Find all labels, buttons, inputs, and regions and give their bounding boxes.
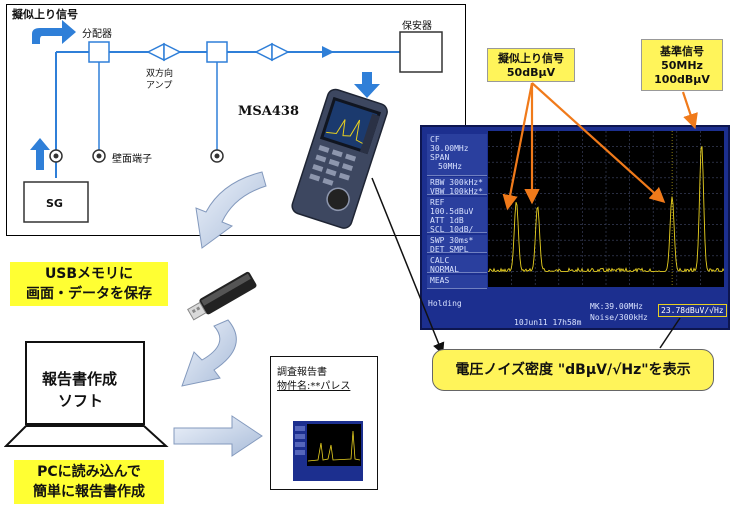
scl-value: SCL 10dB/ [430,225,474,234]
wiring-diagram [23,20,443,223]
usb-label-line1: USBメモリに [44,266,134,282]
swp-value: SWP 30ms* [430,236,474,245]
usb-label: USBメモリに 画面・データを保存 [10,262,168,306]
sg-up-arrow-icon [30,138,50,170]
bidir-amp-right-icon [163,42,182,62]
noise-readout: Noise/300kHz [590,313,648,322]
splitter-label: 分配器 [82,29,112,40]
sg-box [23,181,89,223]
ref-callout-freq: 50MHz [661,59,703,72]
pseudo-callout-title: 擬似上り信号 [498,52,564,65]
signal-direction-icon [322,46,334,58]
software-label-2: ソフト [58,392,104,410]
measure-arrow-icon [354,72,380,98]
pc-label-line2: 簡単に報告書作成 [33,484,145,500]
datetime-readout: 10Jun11 17h58m [514,318,582,327]
laptop-image [4,341,169,447]
upstream-arrow-icon [32,20,76,44]
det-value: DET SMPL [430,245,469,254]
protector-label: 保安器 [402,21,432,32]
span-value: 50MHz [438,162,463,171]
wall-terminal-label: 壁面端子 [112,154,152,165]
usb-label-line2: 画面・データを保存 [26,286,152,302]
calc-value: NORMAL [430,265,459,274]
holding-status: Holding [428,299,462,308]
report-document: 調査報告書 物件名:**パレス [270,356,378,490]
device-name-label: MSA438 [238,104,300,119]
marker-readout: MK:39.00MHz [590,302,643,311]
pseudo-callout-value: 50dBμV [506,66,556,79]
reference-signal-callout: 基準信号 50MHz 100dBμV [641,39,723,91]
report-thumbnail [293,421,363,481]
bidir-amp-label-1: 双方向 [146,69,174,79]
span-label: SPAN [430,153,450,162]
ref-callout-title: 基準信号 [660,45,704,58]
msa438-device-image [291,88,388,229]
wiring-diagram-frame [6,4,466,236]
arrow-to-report-icon [173,415,263,457]
noise-density-text: 電圧ノイズ密度 "dBμV/√Hz"を表示 [455,362,691,378]
cf-value: 30.00MHz [430,144,469,153]
report-title: 調査報告書 [277,367,327,378]
pc-label: PCに読み込んで 簡単に報告書作成 [14,460,164,504]
pc-label-line1: PCに読み込んで [37,464,141,480]
att-value: ATT 1dB [430,216,464,225]
curved-arrow-to-usb-icon [195,171,267,249]
rbw-value: RBW 300kHz* [430,178,483,187]
pseudo-signal-callout: 擬似上り信号 50dBμV [487,48,575,82]
software-label-1: 報告書作成 [42,370,118,388]
curved-arrow-to-pc-icon [181,319,237,387]
noise-density-callout: 電圧ノイズ密度 "dBμV/√Hz"を表示 [432,349,714,391]
sg-label: SG [46,197,63,210]
amp-2-right-icon [271,42,290,62]
usb-stick-image [187,271,257,321]
ref-value: 100.5dBuV [430,207,474,216]
report-item: 物件名:**パレス [277,381,351,392]
spectrum-trace [488,146,724,273]
ref-callout-level: 100dBμV [654,73,710,86]
noise-density-readout: 23.78dBuV/√Hz [658,304,727,317]
cf-label: CF [430,135,440,144]
pseudo-signal-label: 擬似上り信号 [12,8,78,21]
bidir-amp-label-2: アンプ [146,81,173,91]
vbw-value: VBW 100kHz* [430,187,483,196]
protector-box [399,31,443,73]
